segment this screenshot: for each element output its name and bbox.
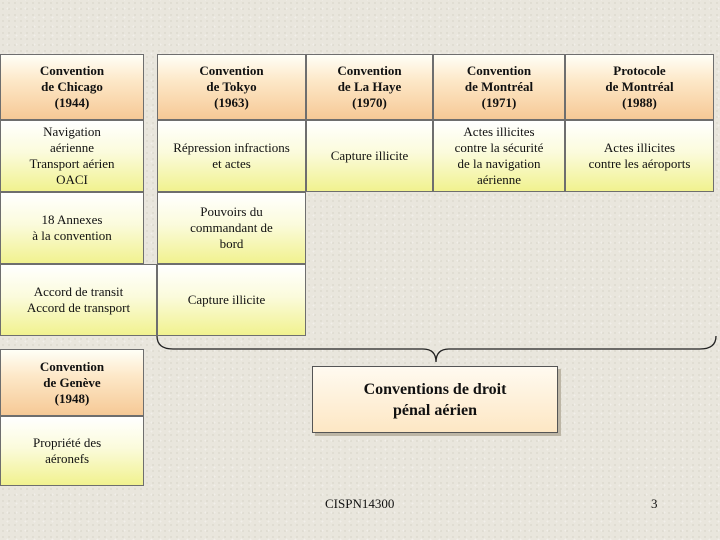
navigation-aerienne-cell: Navigation aérienne Transport aérien OAC… [0, 120, 144, 192]
convention-montreal-1971-header: Convention de Montréal (1971) [433, 54, 565, 120]
protocole-montreal-1988-header: Protocole de Montréal (1988) [565, 54, 714, 120]
tokyo-capture-illicite-cell: Capture illicite [157, 264, 306, 336]
pouvoirs-commandant-cell: Pouvoirs du commandant de bord [157, 192, 306, 264]
annexes-cell: 18 Annexes à la convention [0, 192, 144, 264]
repression-infractions-cell: Répression infractions et actes [157, 120, 306, 192]
convention-tokyo-header: Convention de Tokyo (1963) [157, 54, 306, 120]
actes-illicites-aeroports-cell: Actes illicites contre les aéroports [565, 120, 714, 192]
accords-transit-transport-cell: Accord de transit Accord de transport [0, 264, 157, 336]
convention-geneve-header: Convention de Genève (1948) [0, 349, 144, 416]
conventions-droit-penal-summary: Conventions de droit pénal aérien [312, 366, 558, 433]
capture-illicite-cell: Capture illicite [306, 120, 433, 192]
page-number: 3 [651, 496, 658, 511]
convention-chicago-header: Convention de Chicago (1944) [0, 54, 144, 120]
propriete-aeronefs-cell: Propriété des aéronefs [0, 416, 144, 486]
actes-illicites-securite-cell: Actes illicites contre la sécurité de la… [433, 120, 565, 192]
grouping-brace [156, 336, 717, 363]
footer-code: CISPN14300 [325, 496, 395, 511]
convention-la-haye-header: Convention de La Haye (1970) [306, 54, 433, 120]
